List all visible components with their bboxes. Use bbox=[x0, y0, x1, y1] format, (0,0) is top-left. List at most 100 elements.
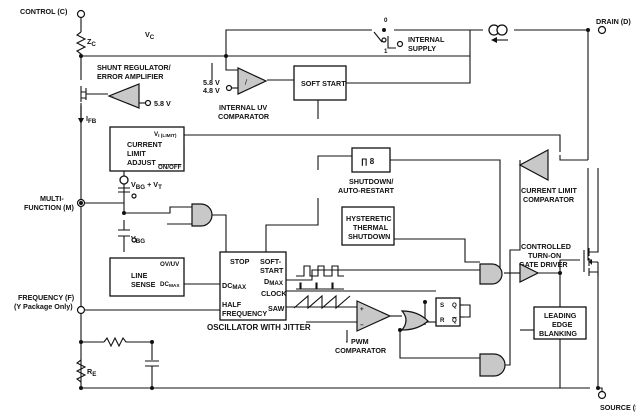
pin-source-label: SOURCE (S) bbox=[600, 403, 636, 412]
line-sense-block bbox=[109, 257, 185, 297]
svg-text:FREQUENCY: FREQUENCY bbox=[222, 309, 267, 318]
or-gate-pwm bbox=[400, 310, 429, 331]
pins: CONTROL (C) DRAIN (D) SOURCE (S) MULTI- … bbox=[14, 7, 636, 412]
pin-drain-label: DRAIN (D) bbox=[596, 17, 631, 26]
svg-text:STOP: STOP bbox=[230, 257, 250, 266]
svg-text:GATE DRIVER: GATE DRIVER bbox=[519, 260, 568, 269]
pwm-comparator bbox=[356, 300, 392, 332]
zc-resistor bbox=[75, 31, 87, 56]
pin-multifunction-label2: FUNCTION (M) bbox=[24, 203, 75, 212]
ifb-label: IFB bbox=[86, 114, 97, 125]
svg-text:COMPARATOR: COMPARATOR bbox=[523, 195, 575, 204]
clock-waveform bbox=[296, 282, 344, 290]
drain-pin bbox=[597, 25, 607, 35]
multifunction-sources: VBG + VT VBG bbox=[118, 171, 162, 245]
svg-text:SHUNT REGULATOR/: SHUNT REGULATOR/ bbox=[97, 63, 171, 72]
svg-text:S: S bbox=[440, 302, 444, 309]
svg-text:COMPARATOR: COMPARATOR bbox=[335, 346, 387, 355]
pin-control-label: CONTROL (C) bbox=[20, 7, 68, 16]
zc-label: ZC bbox=[87, 37, 96, 48]
oscillator-block bbox=[219, 251, 287, 321]
svg-text:SOFT-: SOFT- bbox=[260, 257, 282, 266]
svg-text:5.8 V: 5.8 V bbox=[203, 78, 220, 87]
frequency-pin bbox=[76, 305, 86, 315]
shunt-transistor bbox=[80, 86, 91, 102]
svg-text:−: − bbox=[360, 322, 364, 329]
svg-text:1: 1 bbox=[384, 48, 388, 55]
pin-frequency-label2: (Y Package Only) bbox=[14, 302, 73, 311]
thermal-shutdown-block bbox=[341, 206, 395, 246]
vi-limit-label: VI (LIMIT) bbox=[154, 131, 177, 139]
frequency-capacitor bbox=[145, 360, 159, 367]
svg-text:ADJUST: ADJUST bbox=[127, 158, 156, 167]
drain-current-sense bbox=[488, 24, 508, 43]
leading-edge-blanking-block bbox=[533, 306, 587, 340]
and-gate-bottom bbox=[479, 353, 506, 377]
oscillator-title: OSCILLATOR WITH JITTER bbox=[207, 323, 311, 332]
re-resistor bbox=[75, 359, 87, 383]
svg-text:EDGE: EDGE bbox=[552, 320, 573, 329]
svg-text:⧸: ⧸ bbox=[244, 78, 248, 86]
soft-start-label: SOFT START bbox=[301, 79, 346, 88]
svg-text:R: R bbox=[440, 317, 445, 324]
current-limit-comparator bbox=[518, 148, 549, 182]
svg-text:BLANKING: BLANKING bbox=[539, 329, 577, 338]
svg-text:Q: Q bbox=[452, 317, 457, 324]
source-pin bbox=[597, 390, 607, 400]
svg-text:PWM: PWM bbox=[351, 337, 369, 346]
svg-text:THERMAL: THERMAL bbox=[353, 223, 389, 232]
uv-comparator: ⧸ 5.8 V 4.8 V INTERNAL UV COMPARATOR bbox=[203, 67, 270, 121]
svg-text:VBG + VT: VBG + VT bbox=[131, 180, 162, 191]
svg-text:−: − bbox=[110, 94, 114, 101]
svg-text:HYSTERETIC: HYSTERETIC bbox=[346, 214, 392, 223]
gate-driver bbox=[519, 263, 540, 283]
svg-text:SENSE: SENSE bbox=[131, 280, 156, 289]
power-mosfet bbox=[583, 168, 599, 276]
svg-text:DCMAX: DCMAX bbox=[222, 281, 247, 291]
internal-supply-switch: 0 1 INTERNAL SUPPLY bbox=[373, 17, 445, 55]
svg-text:ERROR AMPLIFIER: ERROR AMPLIFIER bbox=[97, 72, 164, 81]
control-pin bbox=[76, 9, 86, 19]
dmax-waveform bbox=[296, 265, 344, 277]
svg-text:4.8 V: 4.8 V bbox=[203, 86, 220, 95]
saw-waveform bbox=[293, 294, 351, 310]
vc-label: VC bbox=[145, 30, 155, 41]
svg-text:START: START bbox=[260, 266, 284, 275]
pin-multifunction-label1: MULTI- bbox=[40, 194, 64, 203]
svg-text:Q: Q bbox=[452, 302, 457, 309]
svg-text:INTERNAL UV: INTERNAL UV bbox=[219, 103, 267, 112]
pin-frequency-label1: FREQUENCY (F) bbox=[18, 293, 75, 302]
soft-start-block bbox=[293, 65, 347, 101]
svg-text:DCMAX: DCMAX bbox=[160, 281, 180, 289]
svg-text:DMAX: DMAX bbox=[264, 277, 284, 287]
shutdown-block bbox=[351, 147, 391, 173]
passives: ZC VC RE IFB bbox=[75, 30, 159, 383]
and-gate-multifunction bbox=[191, 203, 213, 227]
svg-text:OV/UV: OV/UV bbox=[160, 261, 180, 268]
svg-text:LIMIT: LIMIT bbox=[127, 149, 146, 158]
svg-text:LEADING: LEADING bbox=[544, 311, 577, 320]
svg-text:+: + bbox=[360, 306, 364, 313]
on-off-label: ON/OFF bbox=[158, 164, 182, 171]
flip-flop-block bbox=[435, 297, 461, 327]
svg-text:INTERNAL: INTERNAL bbox=[408, 35, 445, 44]
svg-text:SUPPLY: SUPPLY bbox=[408, 44, 436, 53]
uv-comparator-shape bbox=[237, 67, 268, 95]
svg-text:CLOCK: CLOCK bbox=[261, 289, 287, 298]
svg-text:CONTROLLED: CONTROLLED bbox=[521, 242, 571, 251]
svg-text:SHUTDOWN: SHUTDOWN bbox=[348, 232, 390, 241]
junction-dots bbox=[79, 28, 600, 390]
svg-text:TURN-ON: TURN-ON bbox=[528, 251, 561, 260]
svg-text:CURRENT LIMIT: CURRENT LIMIT bbox=[521, 186, 578, 195]
svg-text:LINE: LINE bbox=[131, 271, 148, 280]
and-gate-driver bbox=[479, 263, 503, 285]
frequency-resistor bbox=[103, 336, 128, 348]
re-label: RE bbox=[87, 367, 96, 378]
current-limit-adjust-block bbox=[109, 126, 185, 172]
svg-text:0: 0 bbox=[384, 17, 388, 24]
shunt-regulator: SHUNT REGULATOR/ ERROR AMPLIFIER − 5.8 V bbox=[97, 63, 171, 109]
svg-text:HALF: HALF bbox=[222, 300, 242, 309]
svg-text:SHUTDOWN/: SHUTDOWN/ bbox=[349, 177, 393, 186]
svg-text:COMPARATOR: COMPARATOR bbox=[218, 112, 270, 121]
